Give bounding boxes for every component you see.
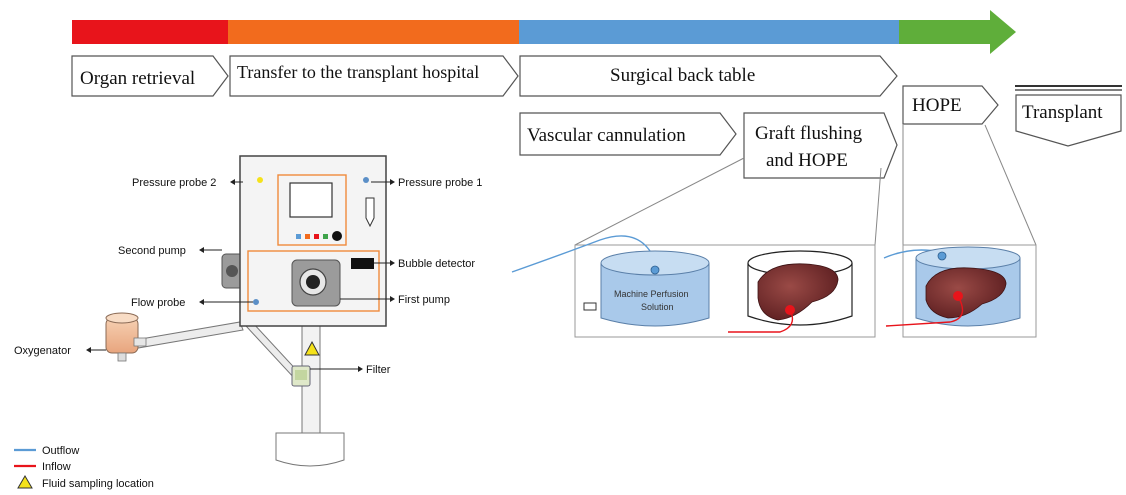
legend-outflow-label: Outflow (42, 445, 79, 457)
step-hope: HOPE (902, 85, 999, 125)
liver-icon-hope (925, 267, 1007, 319)
step-graft-line2: and HOPE (766, 150, 848, 171)
control-panel (277, 174, 347, 246)
organ-bowl (728, 250, 853, 333)
label-bubble-detector: Bubble detector (398, 258, 475, 270)
solution-label-1: Machine Perfusion (614, 289, 689, 299)
machine-callouts (86, 179, 395, 372)
step-vascular-cannulation: Vascular cannulation (519, 112, 737, 156)
stage-surgical-back-table-label: Surgical back table (610, 65, 755, 86)
step-graft-line1: Graft flushing (755, 123, 863, 144)
timeline-segment-back-table (519, 20, 899, 44)
label-pressure-probe-1: Pressure probe 1 (398, 177, 482, 189)
zoom-line-right (874, 167, 882, 246)
panel-small-clip (583, 302, 597, 311)
stage-transfer-label: Transfer to the transplant hospital (237, 62, 479, 82)
timeline-arrow-transplant (899, 10, 1016, 54)
solution-basin: Machine Perfusion Solution (600, 250, 710, 327)
solution-label-2: Solution (641, 302, 674, 312)
pump-panel (247, 250, 380, 312)
legend-inflow-label: Inflow (42, 461, 71, 473)
step-graft-flushing-hope: Graft flushing and HOPE (743, 112, 898, 179)
pressure-probe-1-marker (363, 177, 369, 183)
legend: Outflow Inflow Fluid sampling location (14, 445, 154, 490)
outflow-tube-panel1 (511, 235, 656, 273)
control-screen (289, 182, 333, 218)
hope-basin (883, 246, 1021, 327)
label-oxygenator: Oxygenator (14, 345, 71, 357)
stage-surgical-back-table: Surgical back table (519, 55, 898, 97)
inflow-tube-panel2 (885, 295, 964, 327)
liver-icon (757, 263, 839, 321)
label-second-pump: Second pump (118, 245, 186, 257)
pressure-probe-2-marker (257, 177, 263, 183)
stage-transfer: Transfer to the transplant hospital (229, 55, 519, 97)
legend-sampling-swatch (17, 475, 33, 489)
step-hope-label: HOPE (912, 95, 962, 116)
label-first-pump: First pump (398, 294, 450, 306)
timeline-segment-retrieval (72, 20, 228, 44)
flow-probe-marker (253, 299, 259, 305)
label-flow-probe: Flow probe (131, 297, 185, 309)
perfusion-machine (105, 155, 387, 467)
bubble-detector-block (351, 258, 374, 269)
zoom-line-left (574, 157, 745, 246)
zoom-line-hope-right (984, 124, 1037, 246)
step-transplant: Transplant (1015, 85, 1122, 147)
label-pressure-probe-2: Pressure probe 2 (132, 177, 216, 189)
stage-organ-retrieval: Organ retrieval (71, 55, 229, 97)
fluid-sampling-marker (304, 340, 320, 356)
step-transplant-label: Transplant (1022, 102, 1103, 123)
label-filter: Filter (366, 364, 391, 376)
stage-organ-retrieval-label: Organ retrieval (80, 68, 195, 89)
step-vascular-cannulation-label: Vascular cannulation (527, 125, 686, 146)
timeline-segment-transfer (228, 20, 519, 44)
machine-labels: Pressure probe 2 Pressure probe 1 Second… (14, 177, 482, 376)
legend-sampling-label: Fluid sampling location (42, 478, 154, 490)
inflow-tube-panel1 (728, 309, 794, 333)
